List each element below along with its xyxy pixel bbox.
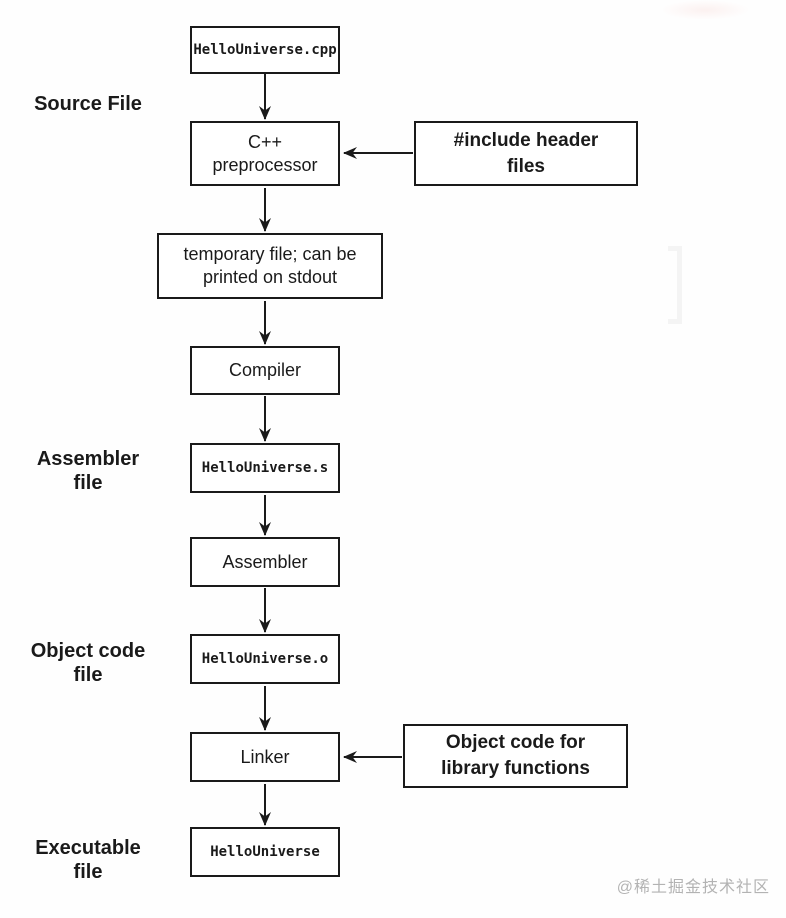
node-compiler-label: Compiler xyxy=(228,360,302,380)
faint-bracket-watermark xyxy=(668,246,682,324)
label-source-file-line1: Source File xyxy=(34,93,142,115)
node-library-note-line2: library functions xyxy=(441,758,590,779)
node-temp-file-line1: temporary file; can be xyxy=(183,244,357,264)
node-executable-file-label: HelloUniverse xyxy=(210,844,320,860)
label-executable-file-line1: Executable xyxy=(35,837,141,859)
label-assembler-file-line1: Assembler xyxy=(36,448,140,470)
node-temp-file-line2: printed on stdout xyxy=(202,267,338,287)
node-assembler: Assembler xyxy=(190,537,340,587)
faint-smudge-artifact xyxy=(660,0,750,20)
label-assembler-file: Assembler file xyxy=(10,447,166,495)
node-source-file-label: HelloUniverse.cpp xyxy=(193,42,337,58)
label-object-code-file-line1: Object code xyxy=(30,640,146,662)
watermark-text: @稀土掘金技术社区 xyxy=(616,879,770,896)
node-preprocessor-line1: C++ xyxy=(247,131,283,152)
node-include-note-line2: files xyxy=(506,155,546,177)
node-linker: Linker xyxy=(190,732,340,782)
label-object-code-file: Object code file xyxy=(10,639,166,687)
node-object-file-label: HelloUniverse.o xyxy=(201,651,329,667)
node-assembler-label: Assembler xyxy=(222,551,308,572)
node-library-note-line1: Object code for xyxy=(445,732,586,753)
node-include-note: #include header files xyxy=(414,121,638,186)
node-library-note: Object code for library functions xyxy=(403,724,628,788)
node-preprocessor-line2: preprocessor xyxy=(212,154,318,175)
label-object-code-file-line2: file xyxy=(73,664,103,686)
node-preprocessor: C++ preprocessor xyxy=(190,121,340,186)
node-assembly-file: HelloUniverse.s xyxy=(190,443,340,493)
label-executable-file: Executable file xyxy=(10,836,166,884)
node-source-file: HelloUniverse.cpp xyxy=(190,26,340,74)
label-assembler-file-line2: file xyxy=(73,472,103,494)
node-compiler: Compiler xyxy=(190,346,340,395)
node-assembly-file-label: HelloUniverse.s xyxy=(201,460,329,476)
label-executable-file-line2: file xyxy=(73,861,103,883)
node-temp-file: temporary file; can be printed on stdout xyxy=(157,233,383,299)
node-include-note-line1: #include header xyxy=(453,129,599,151)
node-linker-label: Linker xyxy=(240,746,290,767)
label-source-file: Source File xyxy=(10,92,166,116)
node-executable-file: HelloUniverse xyxy=(190,827,340,877)
node-object-file: HelloUniverse.o xyxy=(190,634,340,684)
